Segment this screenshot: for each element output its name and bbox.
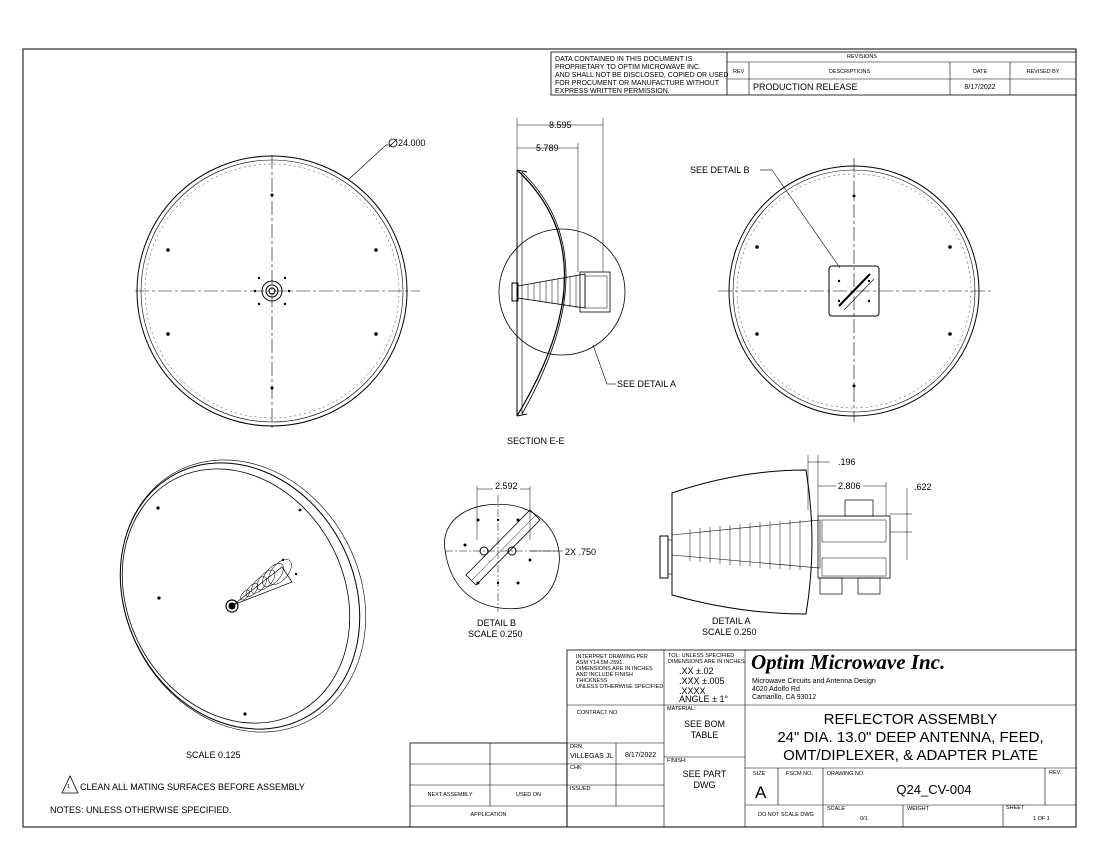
tol-value: ANGLE ± 1°	[679, 694, 729, 704]
revisions-title: REVISIONS	[847, 54, 877, 60]
interpret-line: THICKNESS	[576, 678, 608, 684]
weight-label: WEIGHT	[907, 806, 929, 812]
detail-a-label: DETAIL A	[712, 616, 751, 626]
tol-value: .XX ±.02	[679, 666, 714, 676]
tol-header: TOL: UNLESS SPECIFIED	[668, 653, 735, 659]
notice-line: DATA CONTAINED IN THIS DOCUMENT IS	[555, 56, 693, 63]
descriptions-header: DESCRIPTIONS	[828, 69, 871, 75]
fscm-label: FSCM NO.	[786, 771, 813, 777]
notice-line: PROPRIETARY TO OPTIM MICROWAVE INC.	[555, 64, 701, 71]
drn-label: DRN	[570, 744, 582, 750]
finish-label: FINISH:	[667, 758, 687, 764]
tol-value: .XXXX	[679, 686, 706, 696]
drawing-no-value: Q24_CV-004	[896, 782, 972, 797]
detail-a-view	[659, 455, 912, 615]
scale-value: 0/1	[860, 816, 868, 822]
dimension-detail-a-196: .196	[838, 457, 856, 467]
drn-name: VILLEGAS JL	[570, 753, 614, 760]
size-label: SIZE	[753, 771, 766, 777]
finish-value: DWG	[693, 780, 716, 790]
company-sub: Microwave Circuits and Antenna Design	[752, 678, 876, 685]
drawing-title-line: OMT/DIPLEXER, & ADAPTER PLATE	[783, 747, 1038, 764]
detail-b-view	[444, 486, 563, 612]
chk-label: CHK	[570, 765, 582, 771]
finish-value: SEE PART	[682, 769, 727, 779]
detail-b-scale: SCALE 0.250	[468, 629, 523, 639]
revision-description: PRODUCTION RELEASE	[753, 82, 858, 92]
dimension-depth-focal: 5.789	[536, 143, 559, 153]
next-assembly-label: NEXT ASSEMBLY	[427, 792, 473, 798]
interpret-line: INTERPRET DRAWING PER	[576, 654, 648, 660]
interpret-line: ASM Y14.5M-2591.	[576, 660, 624, 666]
scale-label: SCALE	[827, 806, 846, 812]
dimension-depth-total: 8.595	[549, 120, 572, 130]
notice-line: FOR PROCUMENT OR MANUFACTURE WITHOUT	[555, 80, 719, 87]
drawing-title-line: 24" DIA. 13.0" DEEP ANTENNA, FEED,	[777, 729, 1044, 746]
notes-header: NOTES: UNLESS OTHERWISE SPECIFIED.	[50, 805, 232, 815]
material-value: TABLE	[690, 730, 719, 740]
drawing-title-line: REFLECTOR ASSEMBLY	[823, 711, 998, 728]
iso-scale-label: SCALE 0.125	[186, 750, 241, 760]
note-text: CLEAN ALL MATING SURFACES BEFORE ASSEMBL…	[80, 782, 305, 792]
interpret-line: AND INCLUDE FINISH	[576, 672, 633, 678]
section-label: SECTION E-E	[507, 436, 565, 446]
sheet-value: 1 OF 1	[1033, 816, 1050, 822]
isometric-view	[119, 459, 366, 733]
sheet-label: SHEET	[1006, 805, 1025, 811]
application-label: APPLICATION	[470, 812, 507, 818]
company-sub: Camarillo, CA 93012	[752, 694, 817, 701]
detail-a-scale: SCALE 0.250	[702, 627, 757, 637]
section-view	[498, 118, 626, 417]
material-value: SEE BOM	[683, 719, 725, 729]
detail-b-label: DETAIL B	[477, 618, 517, 628]
drn-date: 8/17/2022	[625, 752, 657, 759]
revised-by-header: REVISED BY	[1026, 69, 1060, 75]
dimension-detail-b-holes: 2X .750	[565, 547, 597, 557]
material-label: MATERIAL:	[667, 706, 696, 712]
rev-header: REV	[733, 69, 745, 75]
company-name: Optim Microwave Inc.	[751, 650, 946, 674]
tol-value: .XXX ±.005	[679, 676, 725, 686]
see-detail-a-label: SEE DETAIL A	[617, 379, 677, 389]
used-on-label: USED ON	[515, 792, 542, 798]
dimension-detail-a-622: .622	[914, 482, 932, 492]
date-header: DATE	[972, 69, 988, 75]
notice-line: AND SHALL NOT BE DISCLOSED, COPIED OR US…	[555, 72, 729, 79]
tol-header: DIMENSIONS ARE IN INCHES.	[668, 659, 747, 665]
size-value: A	[755, 783, 767, 802]
revision-date: 8/17/2022	[964, 84, 996, 91]
contract-no-label: CONTRACT NO.	[577, 710, 619, 716]
issued-label: ISSUED	[570, 786, 591, 792]
rev-label: REV.	[1049, 770, 1062, 776]
do-not-scale: DO NOT SCALE DWG	[758, 812, 814, 818]
note-number: 1	[67, 784, 71, 790]
front-view	[135, 138, 420, 428]
back-view	[718, 158, 992, 422]
interpret-line: UNLESS OTHERWISE SPECIFIED.	[576, 684, 665, 690]
company-sub: 4020 Adolfo Rd	[752, 686, 800, 693]
notice-line: EXPRESS WRITTEN PERMISSION.	[555, 88, 670, 95]
dimension-diameter: 24.000	[398, 138, 426, 148]
interpret-line: DIMENSIONS ARE IN INCHES	[576, 666, 653, 672]
see-detail-b-label: SEE DETAIL B	[690, 165, 750, 175]
dimension-detail-a-2806: 2.806	[836, 481, 863, 491]
dimension-detail-b-width: 2.592	[493, 481, 520, 491]
drawing-no-label: DRAWING NO.	[827, 771, 865, 777]
